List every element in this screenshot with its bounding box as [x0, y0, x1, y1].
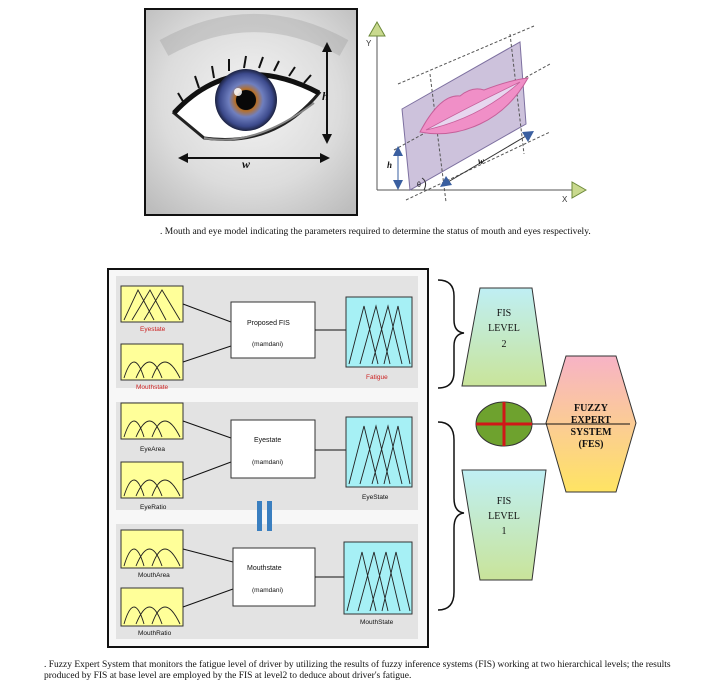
- mouth-model-diagram: Y X h w θ: [366, 20, 588, 204]
- level2-brace: [437, 279, 465, 389]
- fes-line1: FUZZY: [574, 403, 609, 414]
- angle-label: θ: [417, 182, 421, 189]
- eye-fis-type: (mamdani): [252, 459, 283, 466]
- mouth-fis-box: Mouthstate (mamdani): [232, 547, 316, 607]
- figure1-caption: . Mouth and eye model indicating the par…: [160, 227, 591, 237]
- level2-fis-box: Proposed FIS (mamdani): [230, 301, 316, 359]
- eye-output-eyestate: EyeState: [345, 416, 413, 501]
- mouth-fis-type: (mamdani): [252, 587, 283, 594]
- eye-fis-title: Eyestate: [254, 437, 281, 444]
- fis-level2-block: [461, 287, 547, 387]
- mouth-input-moutharea-label: MouthArea: [138, 572, 170, 579]
- eye-input-eyeratio: EyeRatio: [120, 461, 184, 511]
- eye-height-label: h: [322, 89, 329, 103]
- eye-input-eyearea-label: EyeArea: [140, 446, 165, 453]
- fis-level1-block: [461, 469, 547, 581]
- mouth-height-label: h: [387, 160, 392, 170]
- figure2-caption: . Fuzzy Expert System that monitors the …: [44, 660, 671, 681]
- fis-level2-line2: LEVEL: [488, 323, 520, 334]
- eye-model-image: h w: [144, 8, 358, 216]
- mouth-width-label: w: [478, 156, 485, 166]
- mouth-fis-title: Mouthstate: [247, 565, 282, 572]
- eye-input-eyeratio-label: EyeRatio: [140, 504, 167, 511]
- eye-output-label: EyeState: [362, 494, 389, 501]
- fis-level2-line1: FIS: [497, 308, 511, 319]
- level1-brace: [437, 421, 465, 611]
- mouth-output-mouthstate: MouthState: [343, 541, 413, 626]
- mouth-output-label: MouthState: [360, 619, 394, 626]
- fuzzy-expert-system-diagram: Eyestate Mouthstate Proposed FIS (mamdan…: [107, 268, 637, 648]
- mouth-input-mouthratio-label: MouthRatio: [138, 630, 172, 637]
- fes-line3: SYSTEM: [570, 427, 612, 438]
- parallel-sign: [257, 501, 262, 531]
- y-axis-label: Y: [366, 39, 372, 48]
- mouth-input-mouthratio: MouthRatio: [120, 587, 184, 637]
- level2-output-label: Fatigue: [366, 374, 388, 381]
- level2-fis-type: (mamdani): [252, 341, 283, 348]
- connector-circle: [475, 401, 533, 447]
- eye-fis-box: Eyestate (mamdani): [230, 419, 316, 479]
- fis-level1-line3: 1: [502, 526, 507, 537]
- fes-line2: EXPERT: [571, 415, 612, 426]
- fes-line4: (FES): [579, 439, 604, 450]
- mouth-input-moutharea: MouthArea: [120, 529, 184, 579]
- level2-input-eyestate-label: Eyestate: [140, 326, 166, 333]
- eye-width-label: w: [242, 157, 251, 171]
- level2-input-mouthstate: Mouthstate: [120, 343, 184, 391]
- fis-level1-line2: LEVEL: [488, 511, 520, 522]
- x-axis-label: X: [562, 195, 568, 204]
- fis-level1-line1: FIS: [497, 496, 511, 507]
- eye-input-eyearea: EyeArea: [120, 402, 184, 453]
- level2-output-fatigue: Fatigue: [345, 296, 413, 381]
- fis-level2-line3: 2: [502, 339, 507, 350]
- level2-input-mouthstate-label: Mouthstate: [136, 384, 169, 391]
- level2-fis-title: Proposed FIS: [247, 320, 290, 327]
